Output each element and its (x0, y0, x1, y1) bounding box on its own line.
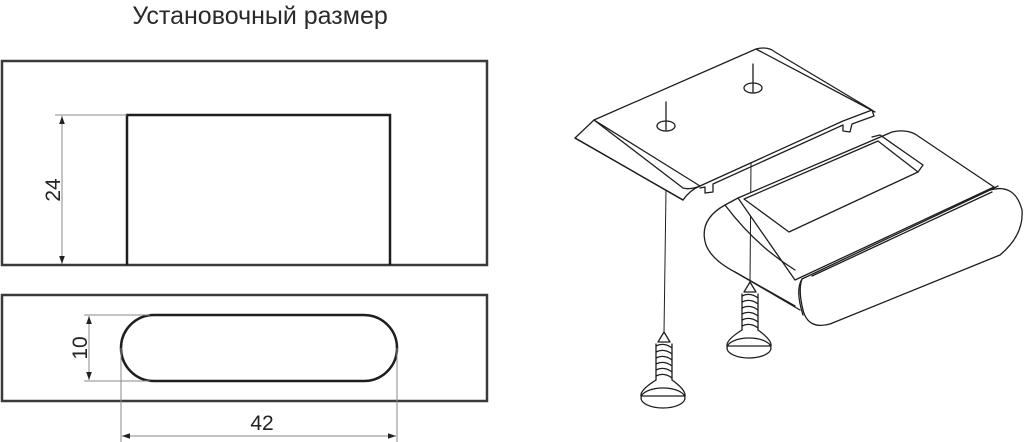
dimension-label-24: 24 (42, 178, 65, 202)
isometric-exploded-view (574, 47, 1023, 409)
dimension-label-10: 10 (69, 336, 92, 359)
magnet-body (703, 130, 1023, 327)
dimension-label-42: 42 (250, 412, 273, 435)
bottom-outer-frame (0, 293, 489, 403)
bottom-view: 10 42 (0, 293, 489, 442)
screw-1 (640, 331, 686, 409)
top-outer-frame (0, 59, 489, 267)
screw-2 (726, 281, 772, 359)
mounting-plate (574, 47, 876, 201)
top-view: 24 (0, 59, 489, 267)
slot-outline (119, 313, 399, 383)
guide-line-1 (663, 189, 667, 334)
top-cutout-outline (125, 113, 392, 265)
diagram-title: Установочный размер (132, 2, 388, 30)
guide-line-2 (749, 162, 752, 284)
